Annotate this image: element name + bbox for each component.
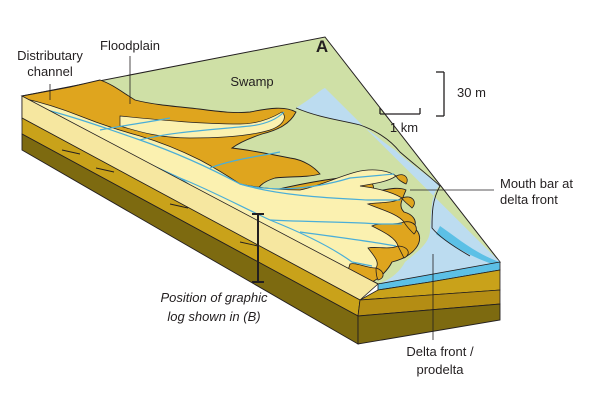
mouth-bar-label-1: Mouth bar at: [500, 176, 573, 191]
horizontal-scale-bar: [379, 108, 421, 115]
leader-lines: [49, 56, 494, 340]
sea-edge: [436, 226, 500, 264]
graphic-log-label-1: Position of graphic: [161, 290, 268, 305]
mouth-bar-lobes: [375, 174, 417, 281]
side-face-strata: [357, 261, 501, 345]
vertical-scale-label: 30 m: [457, 85, 486, 100]
delta-front-label-1: Delta front /: [406, 344, 474, 359]
front-face-strata: [21, 95, 379, 345]
swamp-label: Swamp: [230, 74, 273, 89]
graphic-log-marker: [252, 213, 264, 283]
graphic-log-label-2: log shown in (B): [167, 309, 260, 324]
horizontal-scale-label: 1 km: [390, 120, 418, 135]
panel-letter: A: [316, 37, 328, 56]
distributary-channel-lines: [21, 103, 402, 267]
mouth-bar-label-2: delta front: [500, 192, 558, 207]
delta-front-label-2: prodelta: [417, 362, 465, 377]
channel-sand-arm: [119, 111, 285, 139]
vertical-scale-bar: [436, 71, 445, 117]
coastline: [295, 107, 471, 257]
floodplain-label: Floodplain: [100, 38, 160, 53]
distributary-channel-label-1: Distributary: [17, 48, 83, 63]
distributary-channel-label-2: channel: [27, 64, 73, 79]
